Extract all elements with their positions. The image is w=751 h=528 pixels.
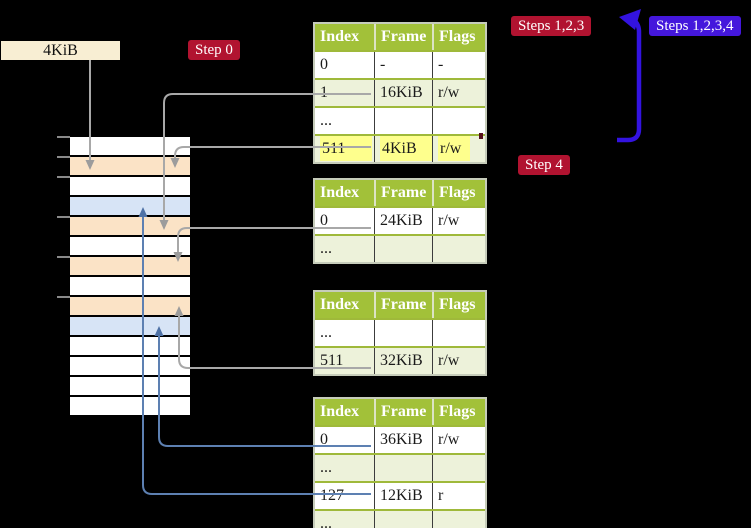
table-cell [374, 511, 432, 528]
memory-frame-row [70, 257, 190, 275]
table-cell [432, 320, 485, 346]
memory-tick [57, 176, 70, 178]
table-cell: r/w [432, 208, 485, 234]
memory-frame-row [70, 217, 190, 235]
step4-badge: Step 4 [518, 155, 570, 175]
table-cell: ... [320, 240, 332, 257]
table-header-cell: Index [315, 292, 374, 318]
memory-frame-row [70, 337, 190, 355]
memory-tick [57, 156, 70, 158]
table-cell [432, 236, 485, 262]
table-cell: 0 [320, 431, 328, 448]
table-row: ... [315, 106, 485, 134]
frame-size-label: 4KiB [1, 41, 120, 60]
highlighted-value: 511 [320, 136, 372, 161]
step0-badge: Step 0 [188, 40, 240, 60]
table-header-cell: Index [315, 399, 374, 425]
table-row: ... [315, 318, 485, 346]
table-cell: 32KiB [374, 348, 432, 374]
table-row: ... [315, 509, 485, 528]
table-cell [374, 236, 432, 262]
table-cell: r/w [432, 136, 485, 162]
table-cell: 127 [320, 487, 344, 504]
table-cell: ... [320, 112, 332, 129]
table-cell: 1 [320, 84, 328, 101]
table-cell: 0 [320, 56, 328, 73]
table-cell: r [432, 483, 485, 509]
highlighted-value: r/w [438, 136, 470, 161]
memory-frame-row [70, 197, 190, 215]
table-cell: ... [320, 515, 332, 528]
table-row: ... [315, 453, 485, 481]
table-header-cell: Frame [374, 180, 432, 206]
physical-memory-column [70, 137, 190, 417]
table-cell: 511 [320, 352, 344, 369]
memory-frame-row [70, 397, 190, 415]
table-cell: ... [320, 324, 332, 341]
table-cell: - [374, 52, 432, 78]
table-cell: - [432, 52, 485, 78]
memory-tick [57, 296, 70, 298]
table-cell [432, 455, 485, 481]
memory-frame-row [70, 137, 190, 155]
memory-tick [57, 136, 70, 138]
steps-loop-arrowhead [619, 9, 641, 30]
steps-loop-arrow [617, 17, 642, 143]
table-cell: 24KiB [374, 208, 432, 234]
steps-123-badge: Steps 1,2,3 [511, 16, 592, 36]
memory-frame-row [70, 177, 190, 195]
table-cell: 16KiB [374, 80, 432, 106]
memory-frame-row [70, 297, 190, 315]
memory-frame-row [70, 157, 190, 175]
highlighted-value: 4KiB [380, 136, 432, 161]
table-header-cell: Index [315, 24, 374, 50]
memory-frame-row [70, 377, 190, 395]
steps-1234-badge: Steps 1,2,3,4 [649, 16, 741, 36]
table-header-cell: Flags [432, 180, 485, 206]
table-cell [432, 511, 485, 528]
table-cell [374, 108, 432, 134]
memory-frame-row [70, 277, 190, 295]
memory-tick [57, 216, 70, 218]
table-row: 0 -- [315, 50, 485, 78]
table-cell: 12KiB [374, 483, 432, 509]
table-cell: r/w [432, 427, 485, 453]
table-header-cell: Frame [374, 292, 432, 318]
table-cell: 0 [320, 212, 328, 229]
table-cell [374, 320, 432, 346]
memory-tick [57, 256, 70, 258]
table-header-cell: Frame [374, 24, 432, 50]
table-cell [374, 455, 432, 481]
table-cell: 4KiB [374, 136, 432, 162]
table-header-cell: Flags [432, 292, 485, 318]
table-cell: 36KiB [374, 427, 432, 453]
memory-frame-row [70, 317, 190, 335]
memory-frame-row [70, 237, 190, 255]
table-row: ... [315, 234, 485, 262]
table-cell: r/w [432, 348, 485, 374]
table-cell: 511 [315, 136, 374, 162]
table-cell: r/w [432, 80, 485, 106]
table-header-cell: Index [315, 180, 374, 206]
table-header-cell: Frame [374, 399, 432, 425]
memory-frame-row [70, 357, 190, 375]
table-header-cell: Flags [432, 24, 485, 50]
table-cell [432, 108, 485, 134]
table-header-cell: Flags [432, 399, 485, 425]
table-cell: ... [320, 459, 332, 476]
